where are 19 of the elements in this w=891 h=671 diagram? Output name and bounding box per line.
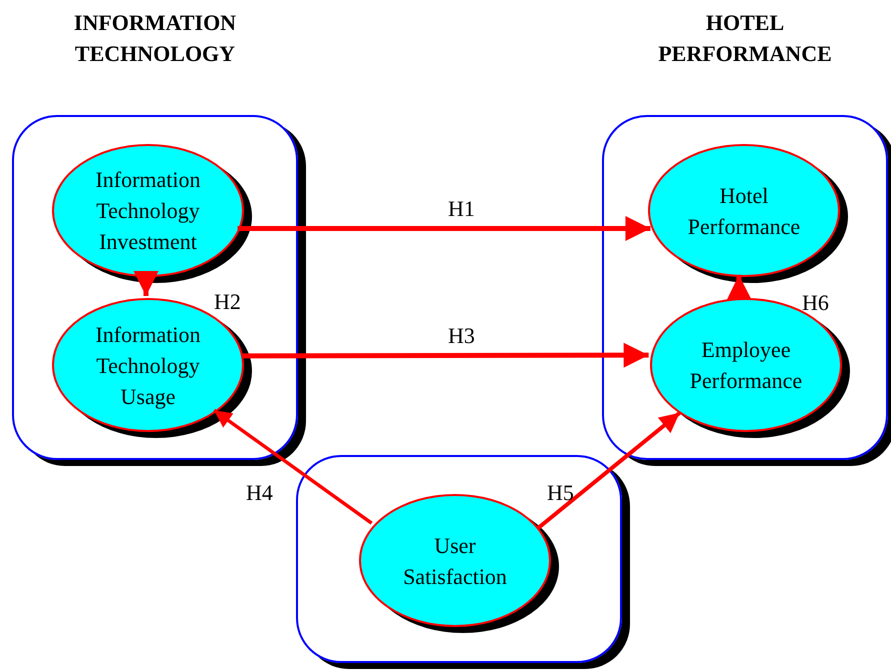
edge-label: H4: [246, 480, 273, 506]
arrow: [537, 411, 681, 530]
edge-label: H3: [448, 323, 475, 349]
arrow: [213, 408, 373, 525]
construct-label: Hotel Performance: [686, 182, 802, 240]
arrow: [238, 216, 650, 241]
construct-label: Employee Performance: [688, 336, 804, 395]
arrow: [241, 342, 649, 368]
construct-label: Information Technology Usage: [94, 320, 202, 411]
edge-label: H1: [448, 196, 475, 222]
edge-label: H5: [547, 480, 574, 506]
construct-label: Information Technology Investment: [94, 166, 202, 256]
group-heading: HOTEL PERFORMANCE: [657, 9, 833, 68]
edge-label: H6: [802, 290, 829, 316]
arrow: [134, 271, 158, 296]
construct-label: User Satisfaction: [402, 532, 508, 590]
arrow: [726, 274, 752, 300]
edge-label: H2: [214, 289, 241, 315]
group-heading: INFORMATION TECHNOLOGY: [72, 9, 238, 68]
